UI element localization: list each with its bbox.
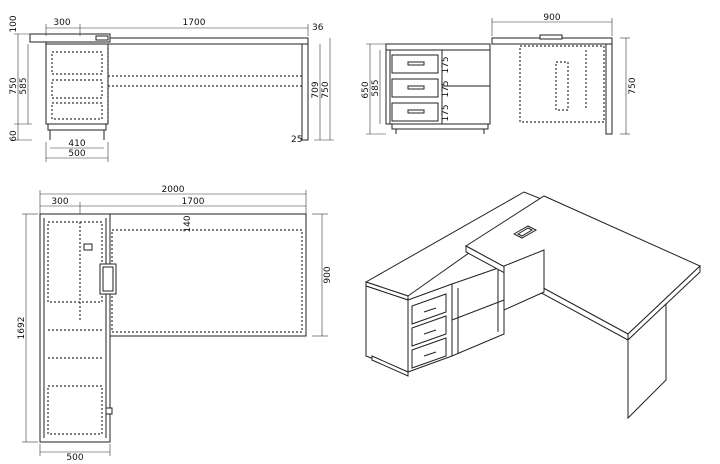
plan-desk-top [79, 213, 307, 337]
front-dim-top-thick: 36 [312, 23, 324, 33]
plan-dim-overhang: 300 [51, 197, 68, 207]
plan-return-cabinet [39, 213, 111, 443]
side-handle-1 [407, 61, 425, 66]
side-dim-650: 650 [361, 81, 371, 98]
front-elevation: 300 1700 36 709 750 25 100 750 585 60 41… [9, 15, 334, 162]
plan-dim-depth: 900 [323, 266, 333, 283]
iso-drawer-1 [411, 293, 447, 325]
front-connector [95, 35, 109, 41]
front-plinth [47, 123, 107, 131]
front-drawer-1 [51, 51, 103, 75]
plan-view: 2000 300 1700 140 900 1692 500 [17, 185, 333, 463]
side-dim-585: 585 [371, 79, 381, 96]
front-dim-leg: 25 [291, 135, 302, 145]
front-cabinet-top [29, 33, 111, 43]
side-elevation: 900 750 650 585 175 175 175 [361, 13, 638, 135]
side-dim-drawer-3: 175 [441, 104, 451, 121]
side-dim-drawer-1: 175 [441, 56, 451, 73]
isometric-view [364, 191, 701, 420]
side-grommet [539, 34, 563, 40]
front-dim-585: 585 [19, 77, 29, 94]
front-leg-panel [301, 43, 309, 141]
side-leg-panel [605, 43, 613, 135]
side-modesty-hidden [519, 45, 605, 123]
side-dim-drawer-2: 175 [441, 80, 451, 97]
front-drawer-2 [51, 79, 103, 99]
side-cabinet-top [385, 43, 491, 51]
iso-drawer-3 [411, 337, 447, 369]
front-dim-cab-w: 500 [68, 149, 85, 159]
plan-dim-total-w: 2000 [162, 185, 185, 195]
front-dim-750-right: 750 [321, 81, 331, 98]
iso-handle-2 [423, 329, 437, 335]
plan-dim-total-d: 1692 [17, 317, 27, 340]
front-dim-inner-w: 410 [68, 139, 85, 149]
iso-handle-3 [423, 351, 437, 357]
plan-cabinet-hidden-2 [47, 385, 103, 435]
front-dim-top-gap: 100 [9, 15, 19, 32]
iso-open-shelf [451, 265, 505, 357]
side-dim-height: 750 [628, 77, 638, 94]
front-drawer-3 [51, 102, 103, 120]
front-dim-plinth: 60 [9, 130, 19, 142]
iso-leg-panel [627, 302, 667, 420]
side-handle-3 [407, 109, 425, 114]
front-dim-top-width: 1700 [183, 18, 206, 28]
plan-dim-offset: 140 [183, 215, 193, 232]
side-cable-channel [555, 61, 569, 111]
front-dim-overhang: 300 [53, 18, 70, 28]
plan-dim-cab-w: 500 [66, 453, 83, 463]
side-handle-2 [407, 85, 425, 90]
side-dim-width: 900 [543, 13, 560, 23]
iso-handle-1 [423, 307, 437, 313]
front-dim-709: 709 [311, 81, 321, 98]
iso-drawer-2 [411, 315, 447, 347]
front-dim-750-left: 750 [9, 77, 19, 94]
iso-modesty-panel [503, 249, 545, 311]
front-cabinet [45, 43, 109, 125]
side-plinth [391, 123, 489, 130]
plan-dim-desk-w: 1700 [182, 197, 205, 207]
plan-cabinet-hidden-1 [47, 221, 103, 303]
